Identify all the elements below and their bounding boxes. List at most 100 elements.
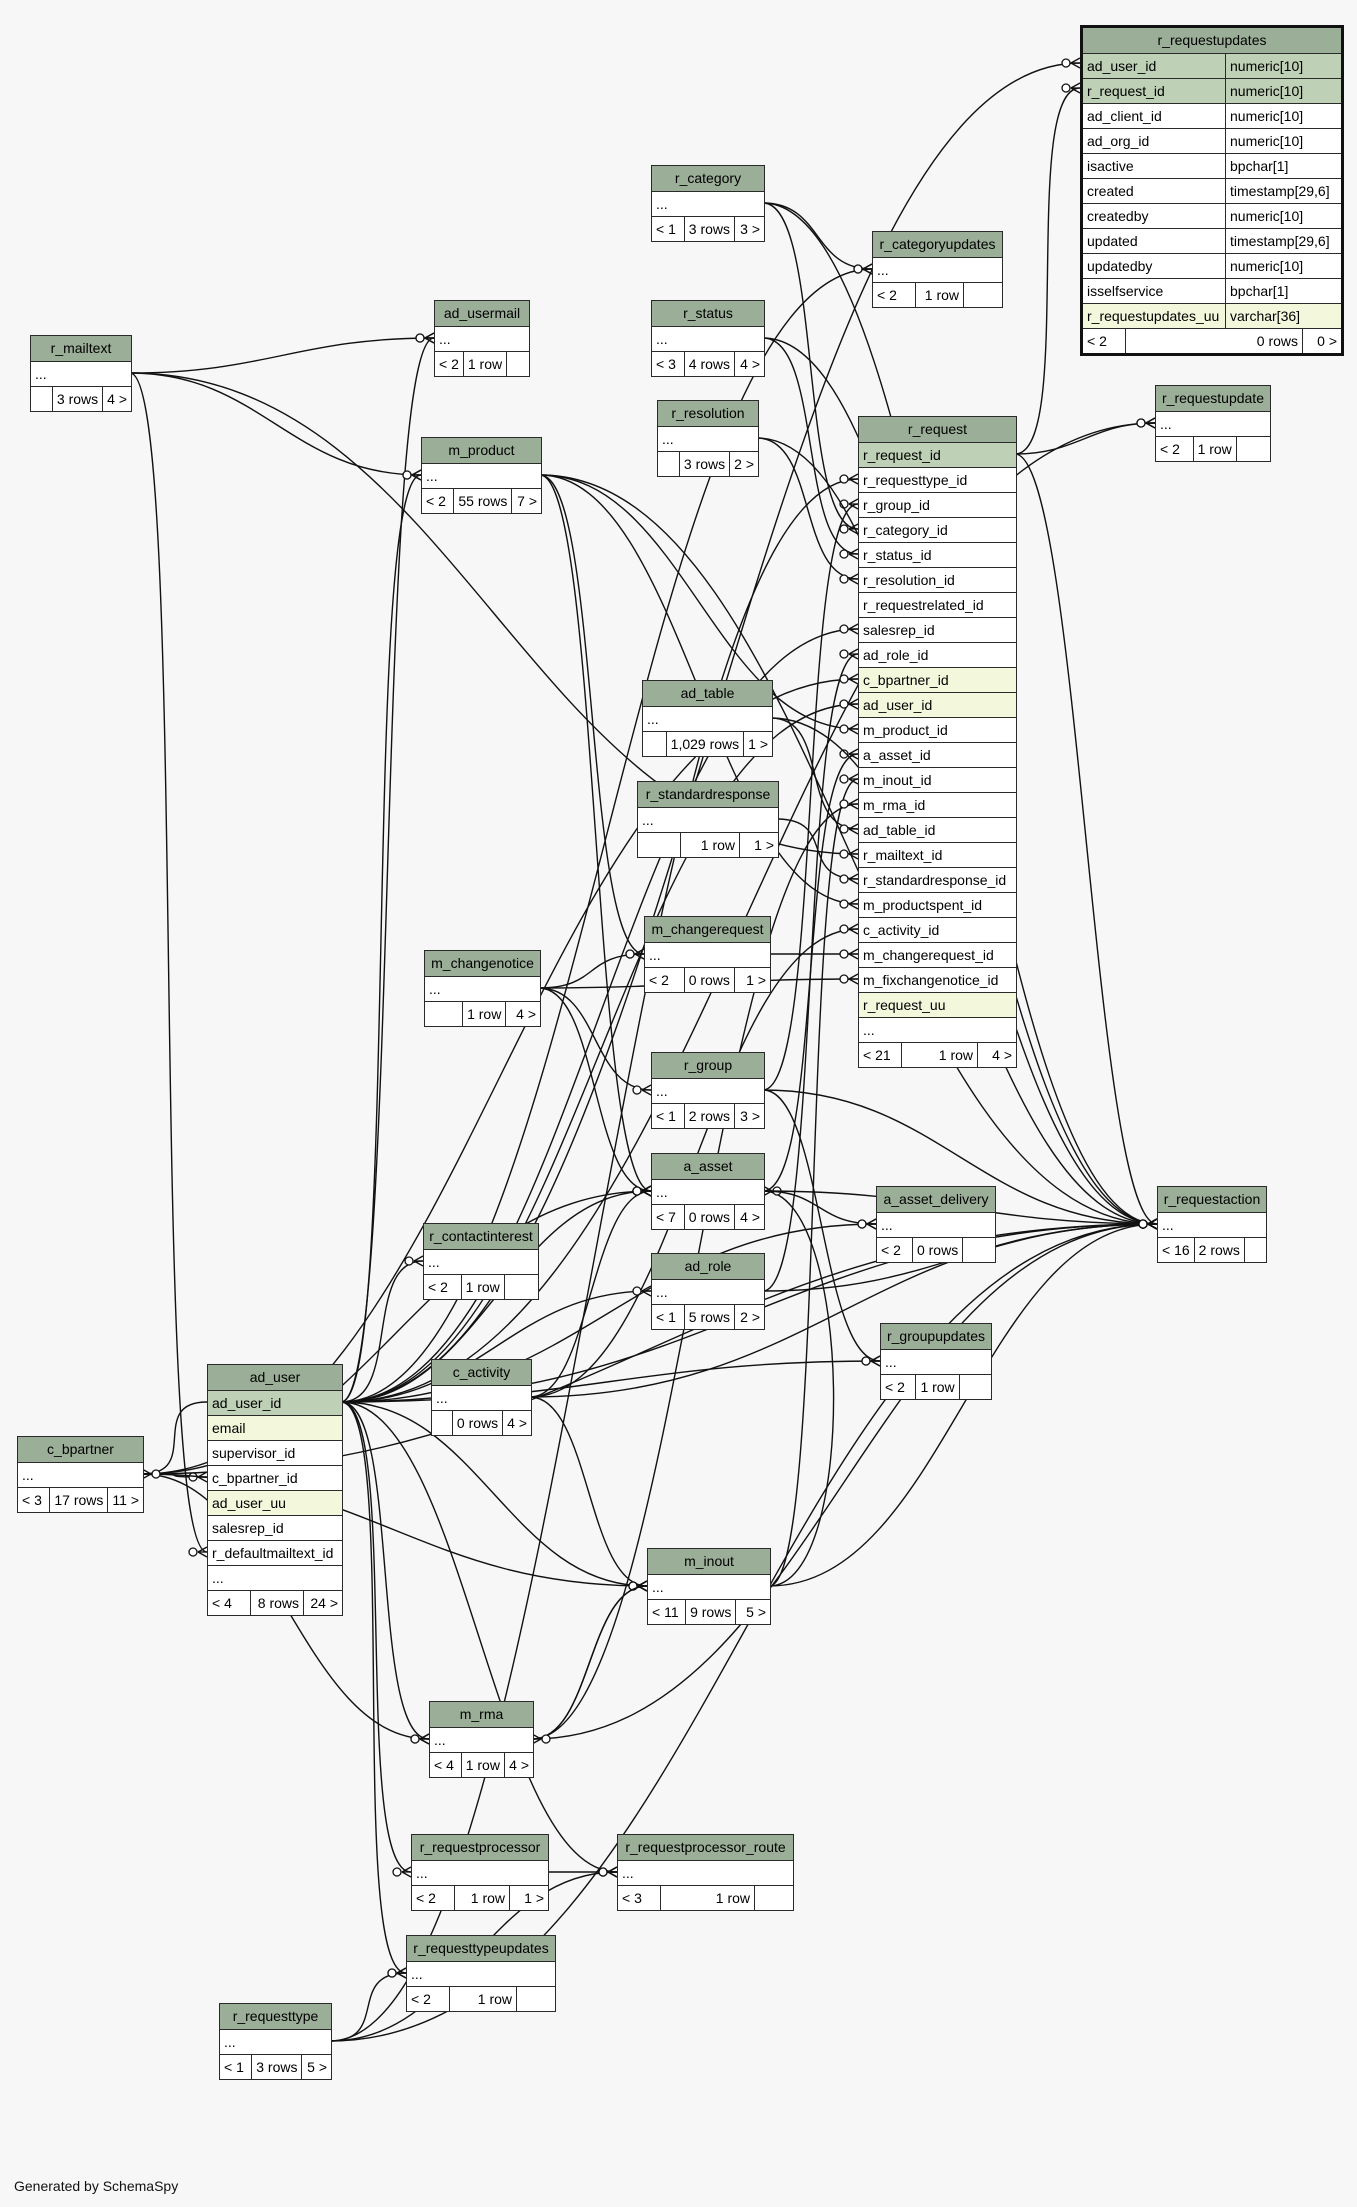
column-row[interactable]: ... bbox=[881, 1350, 991, 1375]
column-row[interactable]: ... bbox=[412, 1861, 548, 1886]
column-row[interactable]: ... bbox=[859, 1018, 1016, 1043]
table-header[interactable]: r_requestprocessor_route bbox=[618, 1835, 793, 1861]
column-row[interactable]: r_group_id bbox=[859, 493, 1016, 518]
table-header[interactable]: a_asset_delivery bbox=[877, 1187, 995, 1213]
table-header[interactable]: m_changerequest bbox=[645, 917, 770, 943]
table-header[interactable]: ad_user bbox=[208, 1365, 342, 1391]
column-row[interactable]: ... bbox=[638, 808, 778, 833]
table-header[interactable]: ad_role bbox=[652, 1254, 764, 1280]
column-row[interactable]: c_bpartner_id bbox=[859, 668, 1016, 693]
table-header[interactable]: r_request bbox=[859, 417, 1016, 443]
column-row[interactable]: ... bbox=[425, 977, 540, 1002]
column-row[interactable]: r_standardresponse_id bbox=[859, 868, 1016, 893]
column-row[interactable]: supervisor_id bbox=[208, 1441, 342, 1466]
table-header[interactable]: ad_table bbox=[643, 681, 772, 707]
column-row[interactable]: r_defaultmailtext_id bbox=[208, 1541, 342, 1566]
column-row[interactable]: ... bbox=[652, 1180, 764, 1205]
column-row[interactable]: ad_user_id bbox=[859, 693, 1016, 718]
column-row[interactable]: m_rma_id bbox=[859, 793, 1016, 818]
column-row[interactable]: r_request_uu bbox=[859, 993, 1016, 1018]
column-row[interactable]: m_changerequest_id bbox=[859, 943, 1016, 968]
column-row[interactable]: m_productspent_id bbox=[859, 893, 1016, 918]
column-row[interactable]: c_bpartner_id bbox=[208, 1466, 342, 1491]
table-header[interactable]: r_mailtext bbox=[31, 336, 131, 362]
column-row[interactable]: ad_user_uu bbox=[208, 1491, 342, 1516]
column-row[interactable]: r_requestrelated_id bbox=[859, 593, 1016, 618]
column-row[interactable]: ... bbox=[652, 1079, 764, 1104]
table-header[interactable]: r_requestaction bbox=[1158, 1187, 1266, 1213]
column-row[interactable]: r_requesttype_id bbox=[859, 468, 1016, 493]
column-row[interactable]: ... bbox=[424, 1250, 538, 1275]
column-row[interactable]: ... bbox=[407, 1962, 555, 1987]
column-row[interactable]: ... bbox=[31, 362, 131, 387]
column-row[interactable]: ... bbox=[220, 2030, 331, 2055]
table-header[interactable]: r_groupupdates bbox=[881, 1324, 991, 1350]
table-header[interactable]: c_bpartner bbox=[18, 1437, 143, 1463]
column-row[interactable]: m_fixchangenotice_id bbox=[859, 968, 1016, 993]
column-row[interactable]: r_mailtext_id bbox=[859, 843, 1016, 868]
table-header[interactable]: r_status bbox=[652, 301, 764, 327]
column-row[interactable]: m_inout_id bbox=[859, 768, 1016, 793]
column-row[interactable]: r_resolution_id bbox=[859, 568, 1016, 593]
column-row[interactable]: salesrep_id bbox=[859, 618, 1016, 643]
column-row[interactable]: ... bbox=[1158, 1213, 1266, 1238]
column-row[interactable]: ad_role_id bbox=[859, 643, 1016, 668]
table-header[interactable]: r_requesttypeupdates bbox=[407, 1936, 555, 1962]
column-row[interactable]: ad_user_id bbox=[208, 1391, 342, 1416]
table-header[interactable]: r_requesttype bbox=[220, 2004, 331, 2030]
column-row[interactable]: ... bbox=[435, 327, 529, 352]
column-row[interactable]: c_activity_id bbox=[859, 918, 1016, 943]
column-row[interactable]: ... bbox=[873, 258, 1002, 283]
table-header[interactable]: c_activity bbox=[432, 1360, 531, 1386]
table-header[interactable]: r_group bbox=[652, 1053, 764, 1079]
column-row[interactable]: ... bbox=[652, 1280, 764, 1305]
column-row[interactable]: ... bbox=[430, 1728, 533, 1753]
table-header[interactable]: r_category bbox=[652, 166, 764, 192]
table-header[interactable]: m_changenotice bbox=[425, 951, 540, 977]
column-row[interactable]: ... bbox=[652, 192, 764, 217]
table-header[interactable]: a_asset bbox=[652, 1154, 764, 1180]
column-row[interactable]: ... bbox=[422, 464, 541, 489]
column-row[interactable]: ... bbox=[652, 327, 764, 352]
table-header[interactable]: r_requestprocessor bbox=[412, 1835, 548, 1861]
table-header[interactable]: m_rma bbox=[430, 1702, 533, 1728]
column-row[interactable]: ... bbox=[18, 1463, 143, 1488]
column-row[interactable]: ad_table_id bbox=[859, 818, 1016, 843]
column-row[interactable]: ... bbox=[432, 1386, 531, 1411]
column-row[interactable]: salesrep_id bbox=[208, 1516, 342, 1541]
